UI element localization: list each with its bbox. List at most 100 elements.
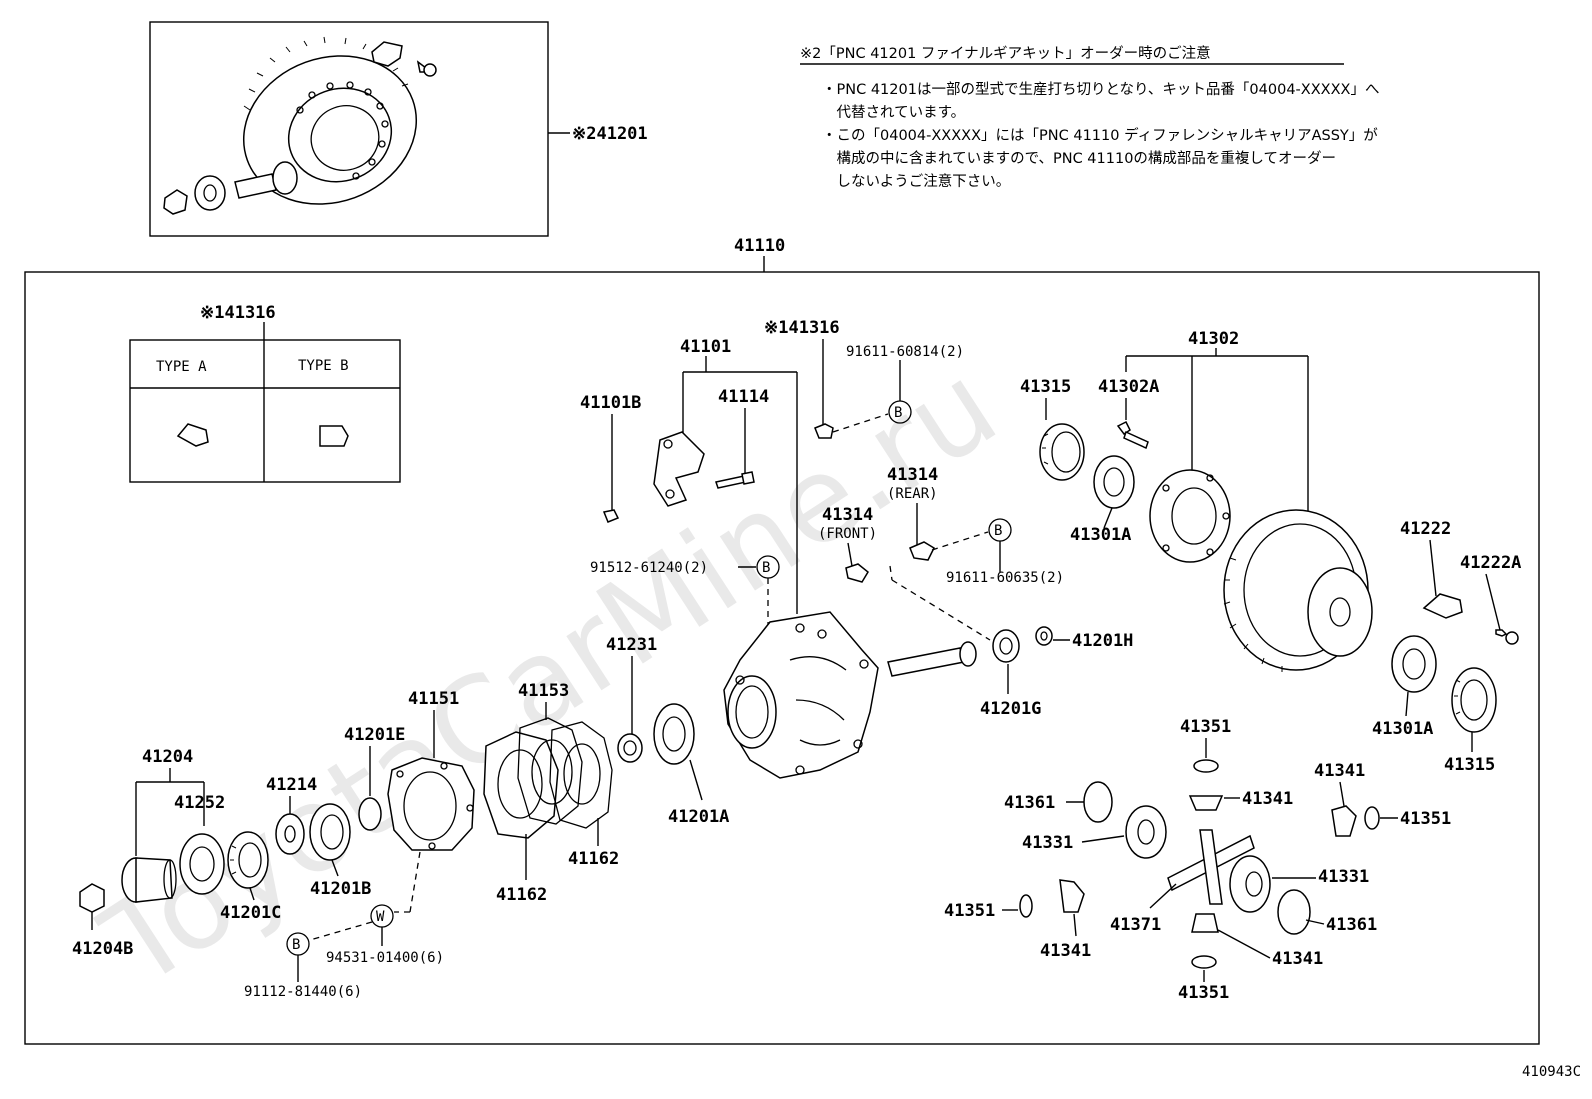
label-41341-bottom: 41341 [1272, 949, 1323, 969]
side-gear-left-icon [1125, 805, 1167, 859]
label-41222: 41222 [1400, 519, 1451, 539]
marker-b-4: B [292, 937, 300, 953]
label-41314-rear: 41314 [887, 465, 938, 485]
drive-pinion-icon [163, 161, 298, 215]
label-91512-61240: 91512-61240(2) [590, 560, 708, 576]
marker-b-3: B [762, 560, 770, 576]
label-94531-01400: 94531-01400(6) [326, 950, 444, 966]
pinion-gear-top-icon [1188, 795, 1224, 811]
order-note: ※2「PNC 41201 ファイナルギアキット」オーダー時のご注意 ・PNC 4… [800, 44, 1379, 190]
label-41162-right: 41162 [568, 849, 619, 869]
lock-plate-icon [814, 423, 834, 439]
label-41361-right: 41361 [1326, 915, 1377, 935]
label-41331-right: 41331 [1318, 867, 1369, 887]
label-41162-left: 41162 [496, 885, 547, 905]
label-41302: 41302 [1188, 329, 1239, 349]
type-a-header: TYPE A [156, 359, 207, 375]
bolt-41222A-icon [1495, 629, 1519, 645]
bracket-icon [371, 41, 437, 77]
carrier-housing-icon [723, 611, 879, 779]
bearing-41201B-icon [309, 803, 351, 861]
thrust-washer-right-icon [1277, 889, 1311, 935]
bearing-41301A-top-icon [1093, 455, 1135, 509]
thrust-washer-left-icon [1083, 781, 1113, 823]
oil-seal-right-icon [1451, 667, 1497, 733]
marker-b-2: B [994, 523, 1002, 539]
label-41341-left: 41341 [1040, 941, 1091, 961]
assembly-label: 41110 [734, 236, 785, 256]
label-41153: 41153 [518, 681, 569, 701]
note-line-2: 代替されています。 [822, 104, 965, 121]
pinion-gear-left-icon [1059, 879, 1085, 913]
gasket-left-icon [483, 731, 559, 839]
type-b-header: TYPE B [298, 358, 349, 374]
bearing-retainer-icon [387, 757, 475, 851]
marker-w: W [376, 909, 385, 925]
note-title: ※2「PNC 41201 ファイナルギアキット」オーダー時のご注意 [800, 44, 1211, 62]
label-41301A-right: 41301A [1372, 719, 1433, 739]
final-gear-kit-box: ※241201 [149, 21, 648, 237]
marker-b-1: B [894, 405, 902, 421]
type-table: ※141316 TYPE A TYPE B [129, 303, 401, 483]
note-line-1: ・PNC 41201は一部の型式で生産打ち切りとなり、キット品番「04004-X… [822, 81, 1379, 98]
cap-bolt-icon [715, 471, 755, 489]
pinion-nut-icon [1035, 626, 1053, 646]
pinion-gear-right-icon [1331, 805, 1357, 837]
washer-41351-bottom-icon [1191, 955, 1217, 969]
bearing-41201A-icon [653, 703, 695, 765]
diagram-id: 410943C [1522, 1064, 1581, 1080]
label-41315-right: 41315 [1444, 755, 1495, 775]
label-41351-right: 41351 [1400, 809, 1451, 829]
label-41201H: 41201H [1072, 631, 1133, 651]
type-a-bracket-icon [176, 423, 209, 447]
label-41204B: 41204B [72, 939, 133, 959]
bearing-cap-icon [653, 431, 705, 507]
label-41201E: 41201E [344, 725, 405, 745]
label-41351-bottom: 41351 [1178, 983, 1229, 1003]
oil-seal-top-icon [1039, 423, 1085, 481]
label-41151: 41151 [408, 689, 459, 709]
label-41114: 41114 [718, 387, 769, 407]
ring-gear-icon [242, 36, 418, 205]
type-table-label: ※141316 [200, 303, 276, 323]
note-line-3: ・この「04004-XXXXX」には「PNC 41110 ディファレンシャルキャ… [822, 126, 1378, 144]
label-41101: 41101 [680, 337, 731, 357]
label-front: (FRONT) [818, 526, 877, 542]
washer-41351-right-icon [1364, 806, 1380, 830]
front-lock-plate-icon [845, 563, 869, 583]
label-rear: (REAR) [887, 486, 938, 502]
pinion-shaft-icon [887, 641, 977, 677]
label-91611-60635: 91611-60635(2) [946, 570, 1064, 586]
label-41371: 41371 [1110, 915, 1161, 935]
case-half-icon [1149, 469, 1231, 563]
label-41214: 41214 [266, 775, 317, 795]
label-41201B: 41201B [310, 879, 371, 899]
type-b-bracket-icon [319, 425, 349, 447]
assembly-frame [24, 271, 1540, 1045]
label-41201A: 41201A [668, 807, 729, 827]
label-41331-left: 41331 [1022, 833, 1073, 853]
note-line-5: しないようご注意下さい。 [822, 172, 1010, 190]
label-41201G: 41201G [980, 699, 1041, 719]
gasket-right-icon [549, 721, 613, 829]
spacer-41201E-icon [358, 797, 382, 831]
washer-41351-left-icon [1019, 894, 1033, 918]
differential-case-icon [1223, 509, 1373, 672]
pinion-bearing-icon [992, 629, 1020, 663]
label-41315-top: 41315 [1020, 377, 1071, 397]
pinion-shaft-cross-icon [1167, 829, 1255, 905]
label-41301A-top: 41301A [1070, 525, 1131, 545]
note-line-4: 構成の中に含まれていますので、PNC 41110の構成部品を重複してオーダー [822, 150, 1336, 167]
label-41341-right: 41341 [1314, 761, 1365, 781]
washer-41351-top-icon [1193, 759, 1219, 773]
label-91611-60814: 91611-60814(2) [846, 344, 964, 360]
label-41252: 41252 [174, 793, 225, 813]
spacer-icon [617, 733, 643, 763]
label-41351-top: 41351 [1180, 717, 1231, 737]
oil-seal-41201C-icon [227, 831, 269, 889]
nut-41204B-icon [79, 883, 105, 913]
label-41101B: 41101B [580, 393, 641, 413]
label-41351-left: 41351 [944, 901, 995, 921]
plug-icon [602, 509, 620, 523]
label-41361-left: 41361 [1004, 793, 1055, 813]
